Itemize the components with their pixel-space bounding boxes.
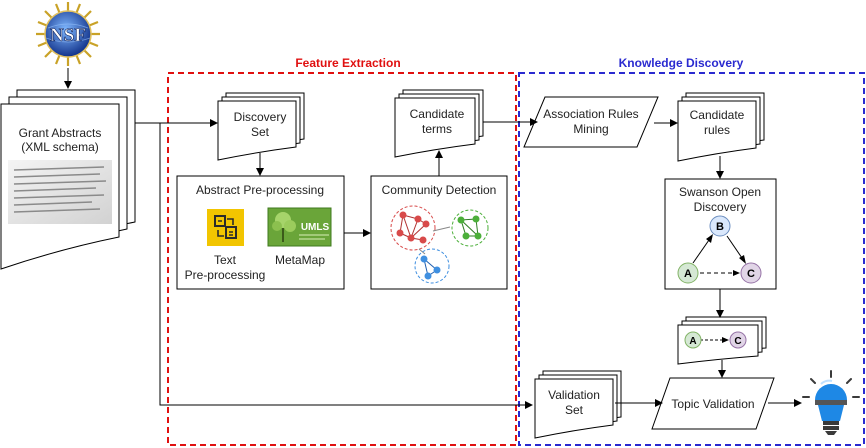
candidate-rules-node: Candidate rules bbox=[677, 92, 765, 162]
edge-topic-to-lightbulb bbox=[768, 399, 802, 407]
swanson-label-1: Swanson Open bbox=[679, 185, 761, 199]
candidate-terms-label-2: terms bbox=[422, 122, 452, 136]
association-rules-node: Association Rules Mining bbox=[523, 96, 659, 148]
grant-abstracts-label-1: Grant Abstracts bbox=[19, 126, 102, 140]
metamap-label: MetaMap bbox=[275, 253, 325, 267]
swanson-node-b-label: B bbox=[716, 221, 724, 233]
text-preprocessing-label-2: Pre-processing bbox=[185, 268, 266, 282]
network-clusters-icon bbox=[390, 205, 489, 284]
discovery-set-node: Discovery Set bbox=[217, 92, 305, 161]
edge-swanson-to-hypotheses bbox=[716, 289, 724, 318]
edge-nsf-to-abstracts bbox=[64, 68, 72, 89]
edge-hypotheses-to-topic-validation bbox=[718, 360, 726, 378]
validation-set-label-2: Set bbox=[565, 403, 584, 417]
text-preprocessing-label-1: Text bbox=[214, 253, 237, 267]
edge-discovery-to-preprocessing bbox=[256, 153, 264, 176]
edge-community-to-candidate-terms bbox=[435, 150, 443, 176]
hypotheses-node-c-label: C bbox=[734, 336, 741, 347]
swanson-node-a-label: A bbox=[684, 268, 692, 280]
edge-preprocessing-to-community bbox=[344, 229, 371, 237]
candidate-rules-label-2: rules bbox=[704, 123, 730, 137]
edge-terms-to-association-rules bbox=[483, 118, 538, 126]
community-detection-title: Community Detection bbox=[382, 183, 497, 197]
hypotheses-node-c bbox=[729, 331, 747, 349]
hypotheses-node: A C bbox=[677, 316, 767, 365]
topic-validation-node: Topic Validation bbox=[651, 377, 775, 430]
lightbulb-icon bbox=[802, 370, 860, 435]
community-detection-node: Community Detection bbox=[370, 175, 508, 290]
nsf-logo-text: NSF bbox=[50, 25, 86, 46]
swanson-label-2: Discovery bbox=[694, 200, 747, 214]
candidate-rules-label-1: Candidate bbox=[690, 108, 745, 122]
candidate-terms-node: Candidate terms bbox=[394, 89, 484, 158]
swanson-node-c bbox=[740, 262, 762, 284]
association-rules-label-2: Mining bbox=[573, 122, 608, 136]
swanson-node-c-label: C bbox=[747, 268, 755, 280]
discovery-set-label-1: Discovery bbox=[234, 110, 287, 124]
candidate-terms-label-1: Candidate bbox=[410, 107, 465, 121]
text-preprocessing-icon bbox=[207, 209, 244, 246]
feature-extraction-frame bbox=[167, 72, 517, 446]
document-image-icon bbox=[8, 160, 112, 224]
knowledge-discovery-title: Knowledge Discovery bbox=[619, 56, 744, 70]
hypotheses-node-a bbox=[684, 331, 702, 349]
metamap-icon: UMLS bbox=[267, 207, 332, 247]
edge-association-to-candidate-rules bbox=[654, 119, 678, 127]
metamap-badge: UMLS bbox=[301, 222, 330, 233]
edge-validation-set-to-topic bbox=[615, 399, 663, 407]
hypotheses-node-a-label: A bbox=[689, 336, 696, 347]
swanson-node-b bbox=[709, 215, 731, 237]
abstract-preprocessing-title: Abstract Pre-processing bbox=[196, 183, 324, 197]
grant-abstracts-node: Grant Abstracts (XML schema) bbox=[0, 89, 136, 270]
swanson-node: Swanson Open Discovery B A C bbox=[664, 178, 777, 290]
edge-rules-to-swanson bbox=[716, 156, 724, 179]
abstract-preprocessing-node: Abstract Pre-processing Text Pre-process… bbox=[176, 175, 345, 290]
association-rules-label-1: Association Rules bbox=[543, 107, 638, 121]
feature-extraction-title: Feature Extraction bbox=[295, 56, 400, 70]
topic-validation-label: Topic Validation bbox=[671, 397, 754, 411]
validation-set-node: Validation Set bbox=[534, 370, 622, 439]
swanson-node-a bbox=[677, 262, 699, 284]
validation-set-label-1: Validation bbox=[548, 388, 600, 402]
globe-icon bbox=[44, 10, 92, 58]
knowledge-discovery-frame bbox=[518, 72, 865, 446]
discovery-set-label-2: Set bbox=[251, 125, 270, 139]
nsf-logo: NSF bbox=[36, 2, 100, 66]
grant-abstracts-label-2: (XML schema) bbox=[21, 140, 99, 154]
edge-abstracts-to-validation-set bbox=[135, 122, 533, 409]
